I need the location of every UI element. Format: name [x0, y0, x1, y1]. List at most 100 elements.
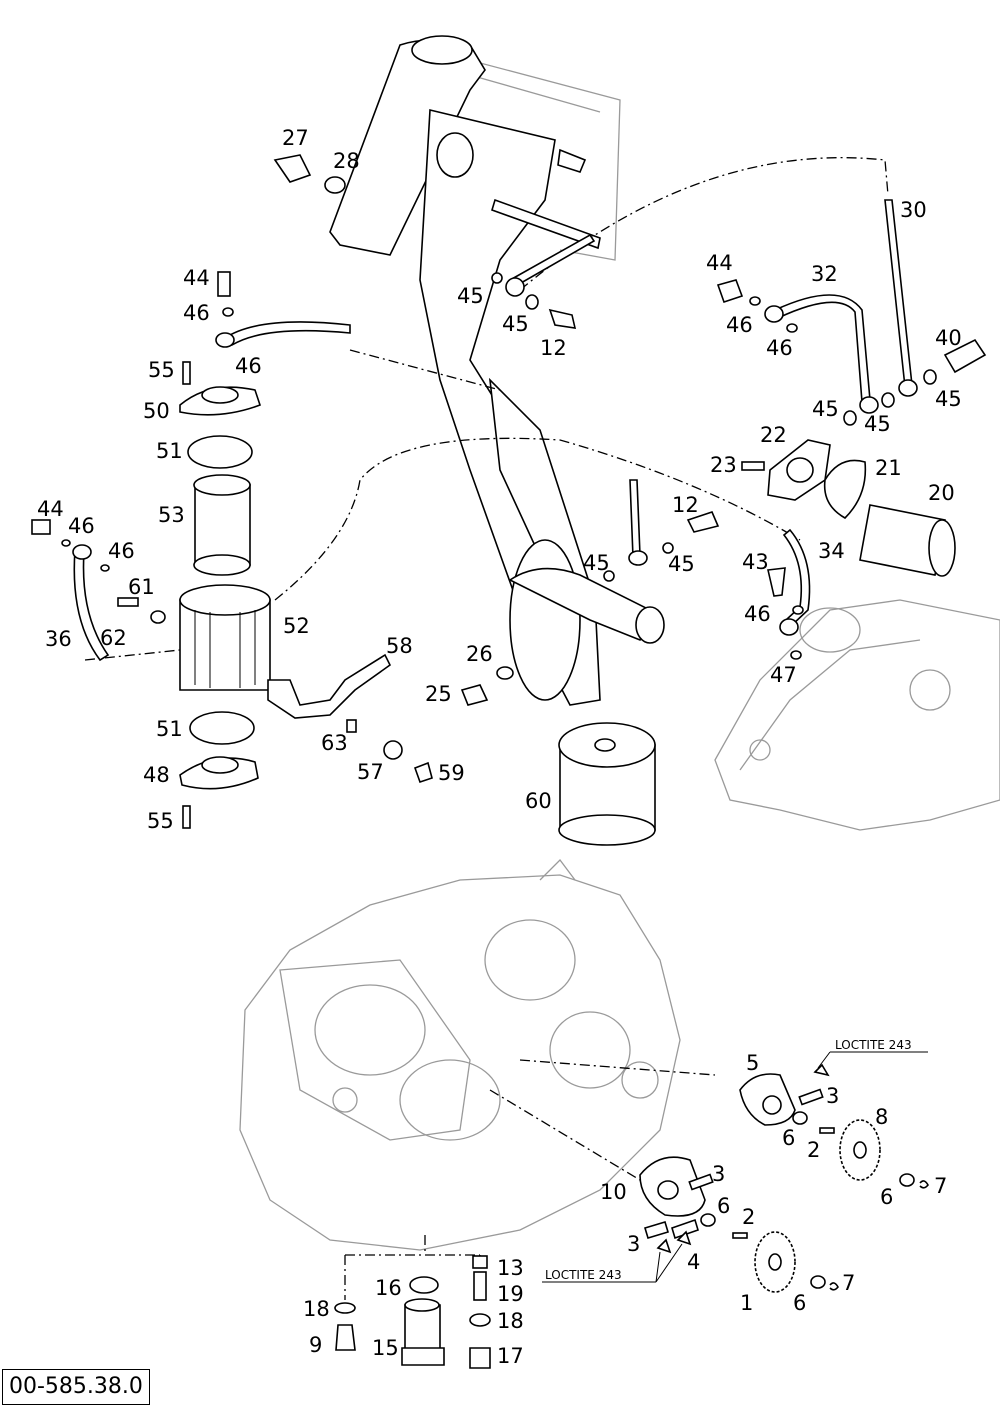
label-16: 16 — [375, 1276, 402, 1300]
label-4: 4 — [687, 1250, 700, 1274]
part-59-clip — [413, 761, 433, 784]
part-3-screw-b — [688, 1173, 714, 1191]
part-7-clip-b — [829, 1282, 839, 1291]
part-58-bracket — [267, 653, 392, 719]
label-22: 22 — [760, 423, 787, 447]
part-25-drain-plug — [460, 684, 489, 706]
part-16-o-ring — [409, 1276, 439, 1294]
part-9-plug — [335, 1324, 356, 1351]
part-15-oil-strainer — [401, 1298, 445, 1366]
part-28-o-ring — [324, 176, 346, 194]
part-labels: 27 28 30 44 46 45 45 12 44 32 46 46 40 4… — [37, 126, 962, 1368]
label-18-b: 18 — [497, 1309, 524, 1333]
part-44-banjo-bolt-left — [31, 519, 51, 535]
label-46-c: 46 — [766, 336, 793, 360]
label-62: 62 — [100, 626, 127, 650]
label-55-a: 55 — [148, 358, 175, 382]
part-43-banjo-bolt — [767, 567, 786, 597]
label-40: 40 — [935, 326, 962, 350]
part-57-grommet — [383, 740, 403, 760]
part-27-plug — [273, 154, 312, 183]
part-61-screw — [117, 597, 139, 607]
part-40-banjo-bolt — [943, 338, 987, 374]
label-18-a: 18 — [303, 1297, 330, 1321]
label-6-d: 6 — [793, 1291, 806, 1315]
label-10: 10 — [600, 1180, 627, 1204]
label-45-e: 45 — [864, 412, 891, 436]
part-51-o-ring-bottom — [189, 711, 255, 745]
part-19-spring — [473, 1271, 487, 1301]
label-44-c: 44 — [37, 497, 64, 521]
label-36: 36 — [45, 627, 72, 651]
part-30-oil-pipe — [884, 199, 913, 389]
frame-oil-pipe — [508, 233, 596, 289]
part-12-bolt-top — [548, 308, 577, 329]
part-44-banjo-bolt-right — [716, 279, 744, 304]
label-6-a: 6 — [782, 1126, 795, 1150]
label-7-a: 7 — [934, 1174, 947, 1198]
oil-pipe-middle — [629, 479, 641, 559]
label-7-b: 7 — [842, 1271, 855, 1295]
part-4-loctite — [676, 1230, 692, 1246]
label-44-b: 44 — [706, 251, 733, 275]
label-46-f: 46 — [68, 514, 95, 538]
label-45-f: 45 — [583, 551, 610, 575]
part-55-screw-bottom — [182, 805, 191, 829]
part-47-washer — [790, 650, 802, 660]
part-45-washer-f — [881, 392, 895, 408]
label-51-b: 51 — [156, 717, 183, 741]
label-52: 52 — [283, 614, 310, 638]
label-45-g: 45 — [668, 552, 695, 576]
part-51-o-ring-top — [187, 435, 253, 469]
part-52-filter-housing — [179, 584, 271, 691]
label-53: 53 — [158, 503, 185, 527]
label-26: 26 — [466, 642, 493, 666]
label-27: 27 — [282, 126, 309, 150]
label-46-e: 46 — [744, 602, 771, 626]
part-5-pump-cover — [739, 1073, 796, 1126]
label-61: 61 — [128, 575, 155, 599]
label-20: 20 — [928, 481, 955, 505]
part-18-washer-left — [334, 1302, 356, 1314]
label-3-b: 3 — [712, 1162, 725, 1186]
label-1: 1 — [740, 1291, 753, 1315]
part-45-washer-d — [662, 542, 674, 554]
part-45-washer-b — [525, 294, 539, 310]
label-48: 48 — [143, 763, 170, 787]
label-46-d: 46 — [235, 354, 262, 378]
oil-hose-top — [223, 321, 351, 347]
part-3-screw-a — [798, 1088, 824, 1106]
label-43: 43 — [742, 550, 769, 574]
label-21: 21 — [875, 456, 902, 480]
label-55-b: 55 — [147, 809, 174, 833]
label-51-a: 51 — [156, 439, 183, 463]
part-60-oil-filter — [558, 722, 656, 846]
label-47: 47 — [770, 663, 797, 687]
part-21-gasket — [823, 459, 867, 519]
part-63-spacer — [346, 719, 357, 733]
label-17: 17 — [497, 1344, 524, 1368]
label-9: 9 — [309, 1333, 322, 1357]
part-17-plug — [469, 1347, 491, 1369]
label-45-c: 45 — [935, 387, 962, 411]
label-6-c: 6 — [717, 1194, 730, 1218]
label-28: 28 — [333, 149, 360, 173]
label-8: 8 — [875, 1105, 888, 1129]
part-26-o-ring — [496, 666, 514, 680]
part-6-washer-d — [810, 1275, 826, 1289]
frame-assembly — [329, 35, 665, 706]
part-7-clip-a — [919, 1180, 929, 1189]
label-3-a: 3 — [826, 1084, 839, 1108]
label-6-b: 6 — [880, 1185, 893, 1209]
part-10-pump-housing — [639, 1156, 706, 1217]
part-12-bolt-mid — [686, 511, 720, 533]
part-13-plug — [472, 1255, 488, 1269]
part-6-washer-a — [792, 1111, 808, 1125]
part-55-screw-top — [182, 361, 191, 385]
label-59: 59 — [438, 761, 465, 785]
label-25: 25 — [425, 682, 452, 706]
label-45-b: 45 — [502, 312, 529, 336]
label-12-a: 12 — [540, 336, 567, 360]
label-58: 58 — [386, 634, 413, 658]
part-6-washer-c — [700, 1213, 716, 1227]
